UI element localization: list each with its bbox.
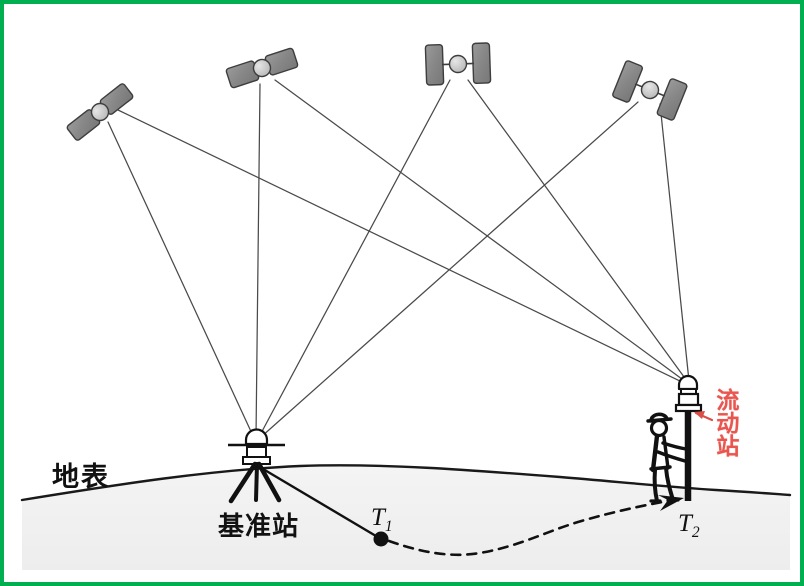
satellite-3-body <box>448 54 468 74</box>
rover-receiver-body <box>677 392 700 407</box>
rover-antenna-dome <box>677 374 699 391</box>
satellite-3-panel-right <box>471 42 492 85</box>
label-point-t1: T1 <box>371 504 393 536</box>
traverse-arrow-head <box>658 495 684 511</box>
satellite-2[interactable] <box>225 47 299 89</box>
label-point-t2-main: T <box>678 510 692 537</box>
tripod-leg-right <box>256 461 282 503</box>
surveyor-torso <box>650 433 660 473</box>
traverse-path-dashed <box>387 499 670 557</box>
signal-line-sat1-rover <box>117 109 685 384</box>
rover-receiver-base <box>674 403 703 413</box>
rover-pointer-arrow <box>694 411 714 422</box>
signal-line-sat3-rover <box>467 79 688 382</box>
label-point-t2-sub: 2 <box>691 524 700 541</box>
label-base-station: 基准站 <box>218 512 300 542</box>
satellite-4-panel-right <box>656 78 688 121</box>
base-receiver-body <box>246 446 267 458</box>
signal-line-sat1-base <box>107 121 255 439</box>
label-point-t1-main: T <box>371 504 385 531</box>
terrain-line <box>20 464 792 502</box>
satellite-4[interactable] <box>612 60 688 121</box>
surveyor-arm-upper <box>661 441 688 451</box>
satellite-4-body <box>640 80 660 100</box>
signal-lines-to-rover-station <box>117 79 690 384</box>
point-t1-marker <box>373 531 389 547</box>
ground-fill <box>22 465 790 570</box>
label-ground-surface: 地表 <box>52 462 110 493</box>
surveyor-leg-front <box>652 468 659 503</box>
signal-line-sat4-rover <box>659 103 690 382</box>
surveyor-figure <box>646 412 688 503</box>
base-antenna-dome <box>244 428 269 446</box>
signal-line-sat2-rover <box>274 79 687 383</box>
signal-line-sat3-base <box>258 79 451 438</box>
surveyor-head <box>649 418 669 438</box>
label-point-t2: T2 <box>678 510 700 542</box>
signal-lines-to-base-station <box>107 79 639 439</box>
surveyor-arm-lower <box>656 450 687 463</box>
satellite-1-body <box>90 102 110 122</box>
rover-station[interactable] <box>674 374 703 501</box>
signal-line-sat2-base <box>255 83 261 438</box>
ground-surface <box>20 464 792 570</box>
satellite-3-panel-left <box>424 43 445 86</box>
tripod-leg-left <box>228 461 258 504</box>
satellite-1[interactable] <box>66 83 134 142</box>
base-station[interactable] <box>228 428 285 504</box>
baseline-to-t1 <box>256 464 383 541</box>
base-tripod <box>228 461 282 504</box>
satellite-4-panel-left <box>612 60 644 103</box>
satellite-3[interactable] <box>424 42 492 86</box>
rover-arrow-head <box>694 411 705 419</box>
label-rover-station: 流动站 <box>711 388 738 457</box>
tripod-leg-middle <box>254 462 259 502</box>
surveyor-back <box>662 435 670 470</box>
label-point-t1-sub: 1 <box>384 518 393 535</box>
satellite-2-body <box>252 58 272 78</box>
